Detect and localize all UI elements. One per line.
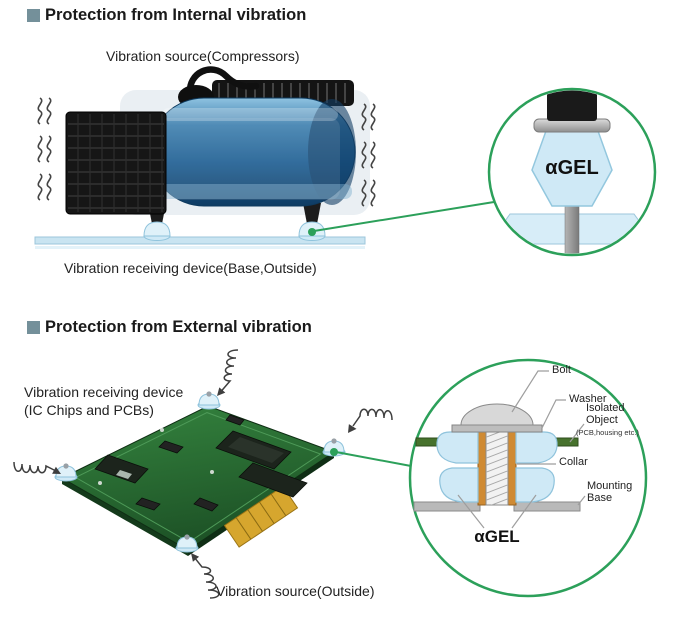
pcb-chips	[94, 414, 308, 512]
callout-line-internal	[313, 201, 495, 232]
zoom-cap	[547, 90, 597, 121]
bolt-head	[460, 403, 534, 426]
external-section-header: Protection from External vibration	[27, 318, 312, 337]
mounting-base-right	[513, 501, 581, 512]
cross-section	[413, 403, 581, 512]
vibration-coil-arrows	[13, 349, 393, 599]
callout-isolated-object-line2: Object	[586, 414, 618, 426]
external-receiver-label: Vibration receiving device (IC Chips and…	[24, 383, 183, 419]
external-receiver-line1: Vibration receiving device	[24, 384, 184, 400]
internal-section-title: Protection from Internal vibration	[45, 6, 307, 24]
callout-collar: Collar	[559, 456, 588, 468]
callout-dot-internal	[308, 228, 316, 236]
internal-section-header: Protection from Internal vibration	[27, 6, 306, 25]
zoom-stem	[564, 199, 580, 254]
section-bullet	[27, 321, 40, 334]
callout-washer: Washer	[569, 393, 607, 405]
callout-mounting-base-line1: Mounting	[587, 480, 633, 492]
compressor-tank	[128, 97, 356, 207]
collar-left	[477, 431, 487, 506]
pcb-edge-connector	[223, 485, 299, 548]
callout-mounting-base-line2: Base	[587, 492, 613, 504]
gel-mount-pcb-top	[197, 391, 221, 410]
bolt-shaft	[485, 431, 509, 506]
compressor-foot-right	[303, 203, 321, 224]
compressor-illustration	[34, 66, 495, 249]
section-bullet	[27, 9, 40, 22]
callout-isolated-object-line1: Isolated	[586, 402, 625, 414]
callout-leaders	[457, 370, 586, 529]
callout-line-external	[335, 451, 412, 467]
gel-mount-pcb-bottom	[175, 534, 199, 553]
internal-gel-label: αGEL	[545, 157, 599, 179]
compressor-condenser	[65, 111, 167, 215]
base-bar	[34, 236, 366, 249]
mounting-base-left	[413, 501, 481, 512]
zoom-circle-internal	[487, 87, 657, 257]
washer	[451, 424, 543, 433]
external-source-label: Vibration source(Outside)	[216, 583, 375, 599]
internal-receiver-label: Vibration receiving device(Base,Outside)	[64, 260, 317, 276]
internal-source-label: Vibration source(Compressors)	[106, 48, 300, 64]
vibration-waves-left	[37, 97, 52, 201]
gel-mount-internal-left	[143, 221, 171, 241]
vibration-waves-right	[361, 103, 376, 207]
external-section-title: Protection from External vibration	[45, 318, 312, 336]
collar-right	[507, 431, 517, 506]
zoom-circle-external	[408, 358, 648, 598]
callout-dot-external	[330, 448, 338, 456]
external-receiver-line2: (IC Chips and PCBs)	[24, 402, 154, 418]
gel-bushings	[436, 431, 558, 503]
compressor-pipe	[186, 66, 260, 98]
gel-mount-pcb-left	[54, 463, 78, 482]
pcb-illustration	[13, 349, 412, 599]
external-gel-label: αGEL	[474, 527, 520, 546]
gel-mount-pcb-right	[322, 438, 346, 457]
callout-isolated-object-note: (PCB,housing etc.)	[576, 428, 639, 437]
callout-bolt: Bolt	[552, 364, 571, 376]
